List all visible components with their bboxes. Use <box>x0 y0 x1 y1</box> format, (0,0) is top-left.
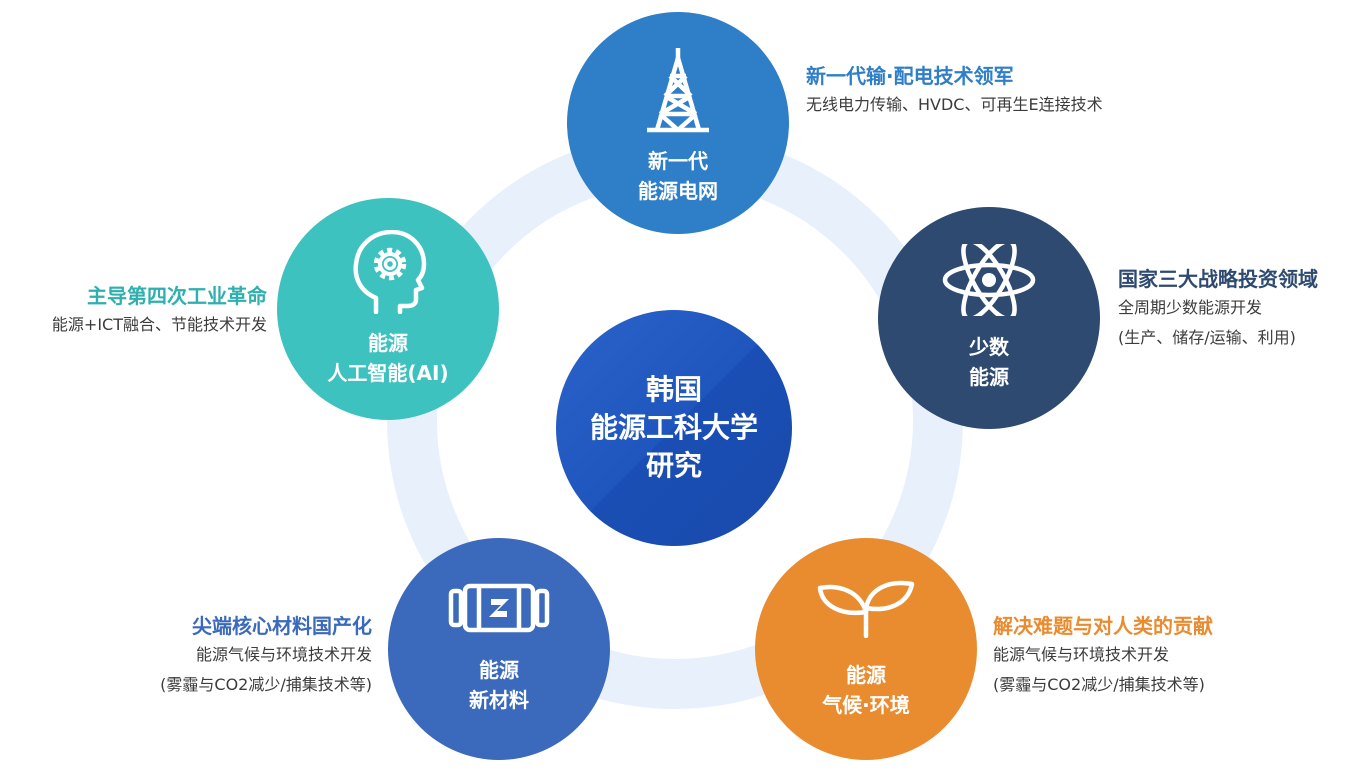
node-grid-label-2: 能源电网 <box>638 179 718 203</box>
annotation-rare: 国家三大战略投资领域 全周期少数能源开发 (生产、储存/运输、利用) <box>1118 265 1318 353</box>
atom-icon <box>942 244 1036 316</box>
annotation-climate: 解决难题与对人类的贡献 能源气候与环境技术开发 (雾霾与CO2减少/捕集技术等) <box>993 612 1213 700</box>
annotation-rare-desc-2: (生产、储存/运输、利用) <box>1118 328 1296 347</box>
annotation-material-title: 尖端核心材料国产化 <box>192 614 372 638</box>
annotation-material-desc-2: (雾霾与CO2减少/捕集技术等) <box>160 675 372 694</box>
annotation-climate-desc-2: (雾霾与CO2减少/捕集技术等) <box>993 675 1205 694</box>
center-line-1: 韩国 <box>645 373 702 406</box>
node-material-label-1: 能源 <box>479 658 519 682</box>
node-material-label-2: 新材料 <box>469 688 529 712</box>
annotation-grid-desc-1: 无线电力传输、HVDC、可再生E连接技术 <box>806 95 1103 114</box>
node-climate-label-2: 气候·环境 <box>822 693 910 717</box>
node-climate-circle: 能源 气候·环境 <box>755 538 977 760</box>
annotation-ai: 主导第四次工业革命 能源+ICT融合、节能技术开发 <box>52 282 267 340</box>
annotation-grid: 新一代输·配电技术领军 无线电力传输、HVDC、可再生E连接技术 <box>806 62 1103 120</box>
center-line-3: 研究 <box>645 449 702 482</box>
node-material-circle: 能源 新材料 <box>388 538 610 760</box>
node-ai-label-2: 人工智能(AI) <box>327 361 449 385</box>
annotation-climate-title: 解决难题与对人类的贡献 <box>993 614 1213 638</box>
annotation-material-desc-1: 能源气候与环境技术开发 <box>195 645 372 664</box>
center-line-2: 能源工科大学 <box>589 411 758 444</box>
node-rare-label-1: 少数 <box>969 335 1009 359</box>
node-rare-label-2: 能源 <box>969 365 1009 389</box>
center-circle: 韩国 能源工科大学 研究 <box>556 310 792 546</box>
annotation-ai-title: 主导第四次工业革命 <box>87 284 267 308</box>
node-grid-circle: 新一代 能源电网 <box>567 12 789 234</box>
node-ai-label-1: 能源 <box>367 331 408 355</box>
battery-material-icon <box>448 583 550 633</box>
annotation-rare-title: 国家三大战略投资领域 <box>1118 267 1318 291</box>
annotation-ai-desc-1: 能源+ICT融合、节能技术开发 <box>51 315 267 334</box>
annotation-rare-desc-1: 全周期少数能源开发 <box>1118 298 1263 317</box>
node-grid-label-1: 新一代 <box>648 149 708 173</box>
node-climate-label-1: 能源 <box>845 663 886 687</box>
node-rare-circle: 少数 能源 <box>878 207 1100 429</box>
head-gear-icon <box>353 230 427 314</box>
annotation-grid-title: 新一代输·配电技术领军 <box>806 64 1014 88</box>
annotation-material: 尖端核心材料国产化 能源气候与环境技术开发 (雾霾与CO2减少/捕集技术等) <box>160 612 372 700</box>
annotation-climate-desc-1: 能源气候与环境技术开发 <box>993 645 1170 664</box>
power-tower-icon <box>647 48 709 133</box>
node-ai-circle: 能源 人工智能(AI) <box>277 198 499 420</box>
sprout-icon <box>817 580 915 638</box>
